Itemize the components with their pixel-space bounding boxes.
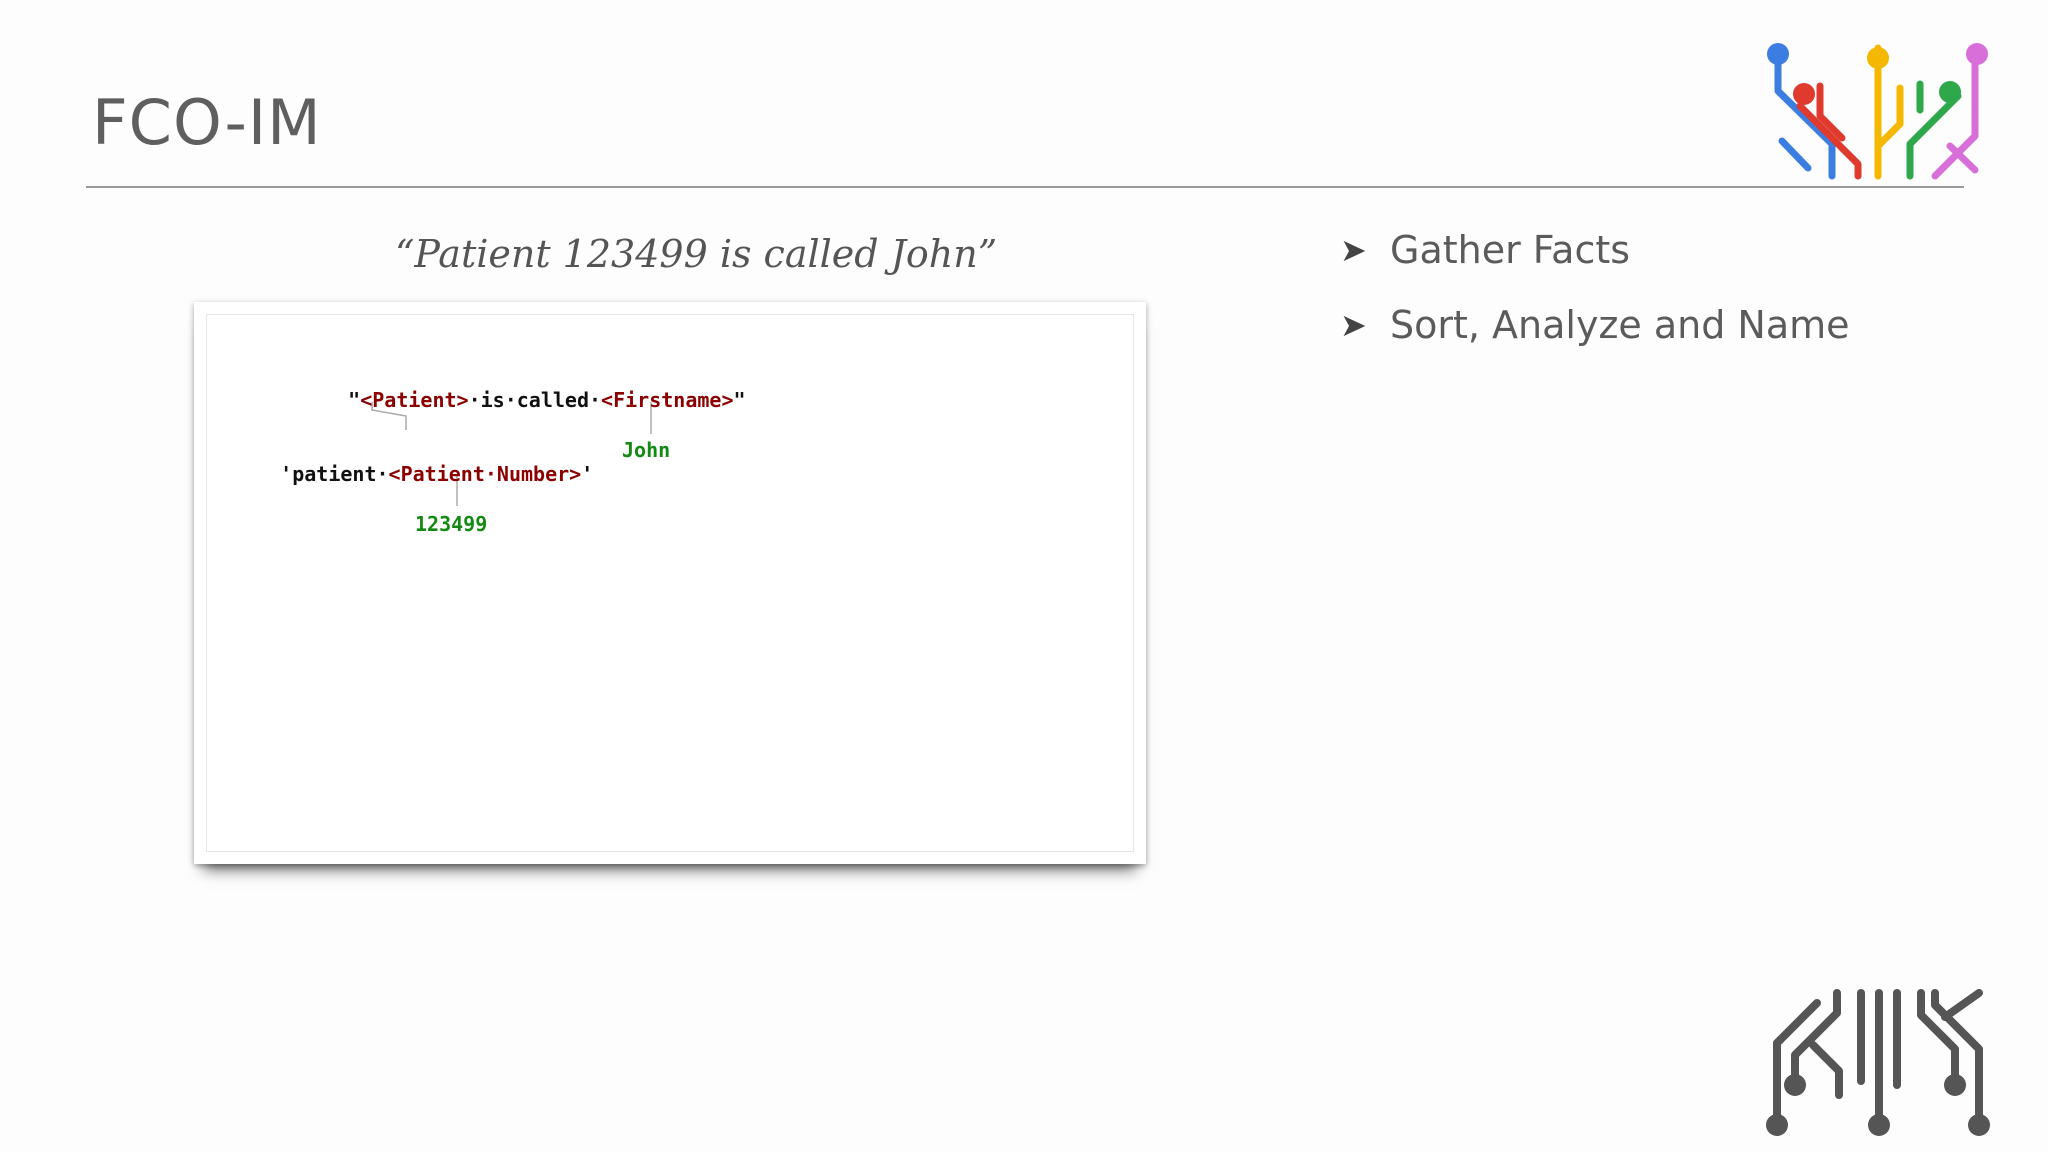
bullet-item: ➤ Gather Facts [1340,212,1850,287]
circuit-logo-color-icon [1767,43,1988,180]
role-patient-number: <Patient·Number> [388,462,582,486]
fact-type-expression: "<Patient>·is·called·<Firstname>" [300,364,746,436]
bullet-label: Sort, Analyze and Name [1390,302,1850,347]
connector-lines [371,402,652,506]
quote-mark: ' [581,462,594,486]
value-patient-number: 123499 [415,512,488,536]
diagram-card: "<Patient>·is·called·<Firstname>" 'patie… [194,302,1146,864]
fact-quote: “Patient 123499 is called John” [395,232,998,276]
quote-mark: " [348,388,361,412]
arrowhead-icon: ➤ [1340,230,1367,269]
bullet-list: ➤ Gather Facts ➤ Sort, Analyze and Name [1340,212,1850,362]
circuit-logo-gray-icon [1766,989,1990,1136]
bullet-label: Gather Facts [1390,227,1631,272]
slide-title: FCO-IM [92,86,322,159]
role-patient: <Patient> [360,388,469,412]
predicate-text: ·is·called· [468,388,602,412]
role-firstname: <Firstname> [601,388,734,412]
nested-text: 'patient· [280,462,389,486]
value-john: John [622,438,671,462]
diagram-card-frame [206,314,1134,852]
title-divider [86,186,1964,188]
object-type-expression: 'patient·<Patient·Number>' [232,438,593,510]
bullet-item: ➤ Sort, Analyze and Name [1340,287,1850,362]
arrowhead-icon: ➤ [1340,305,1367,344]
quote-mark: " [733,388,746,412]
